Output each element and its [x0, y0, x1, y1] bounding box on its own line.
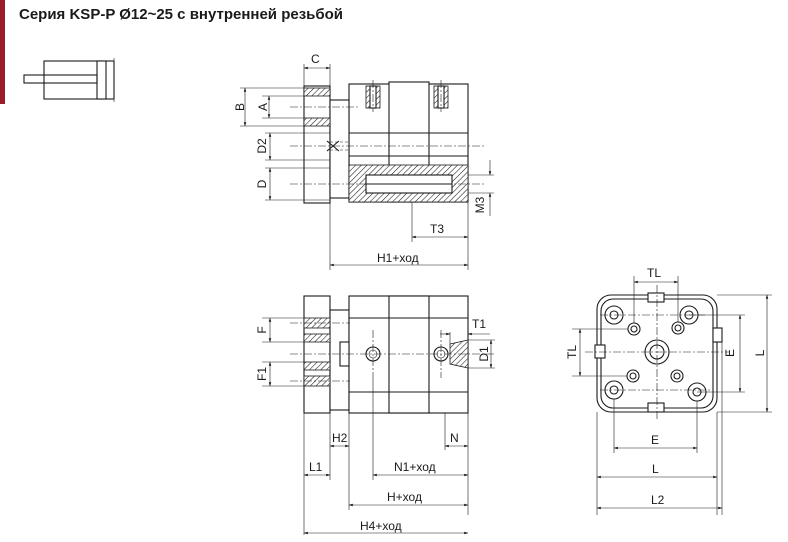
label-d1: D1	[477, 346, 491, 362]
label-h2: H2	[332, 431, 348, 445]
label-t3: T3	[430, 222, 444, 236]
label-l-bottom: L	[652, 462, 659, 476]
label-t1: T1	[472, 317, 486, 331]
label-e-bottom: E	[651, 433, 659, 447]
dimension-labels: C B A D2 D M3 T3 H1+ход F F1 T1 D1 H2 N …	[233, 52, 767, 533]
label-n: N	[450, 431, 459, 445]
label-n1: N1+ход	[394, 460, 436, 474]
label-d: D	[255, 179, 269, 188]
label-tl-left: TL	[565, 345, 579, 359]
end-view-dimensions	[572, 276, 772, 515]
label-h: H+ход	[387, 490, 422, 504]
cylinder-symbol-icon	[23, 58, 115, 102]
label-c: C	[311, 52, 320, 66]
label-l2: L2	[651, 493, 665, 507]
label-h4: H4+ход	[360, 519, 402, 533]
label-d2: D2	[255, 138, 269, 154]
accent-bar	[0, 0, 5, 104]
label-m3: M3	[473, 196, 487, 213]
label-h1: H1+ход	[377, 251, 419, 265]
label-tl-top: TL	[647, 266, 661, 280]
label-e-right: E	[723, 349, 737, 357]
top-view	[290, 80, 485, 204]
end-view	[585, 285, 730, 420]
label-f1: F1	[255, 367, 269, 381]
side-view-dimensions	[262, 317, 495, 535]
label-l1: L1	[309, 460, 323, 474]
label-l-right: L	[753, 349, 767, 356]
top-view-dimensions	[240, 64, 494, 270]
label-f: F	[255, 326, 269, 333]
page-title: Серия KSP-P Ø12~25 с внутренней резьбой	[19, 6, 344, 23]
label-a: A	[256, 103, 270, 111]
label-b: B	[233, 103, 247, 111]
side-view	[290, 295, 495, 414]
